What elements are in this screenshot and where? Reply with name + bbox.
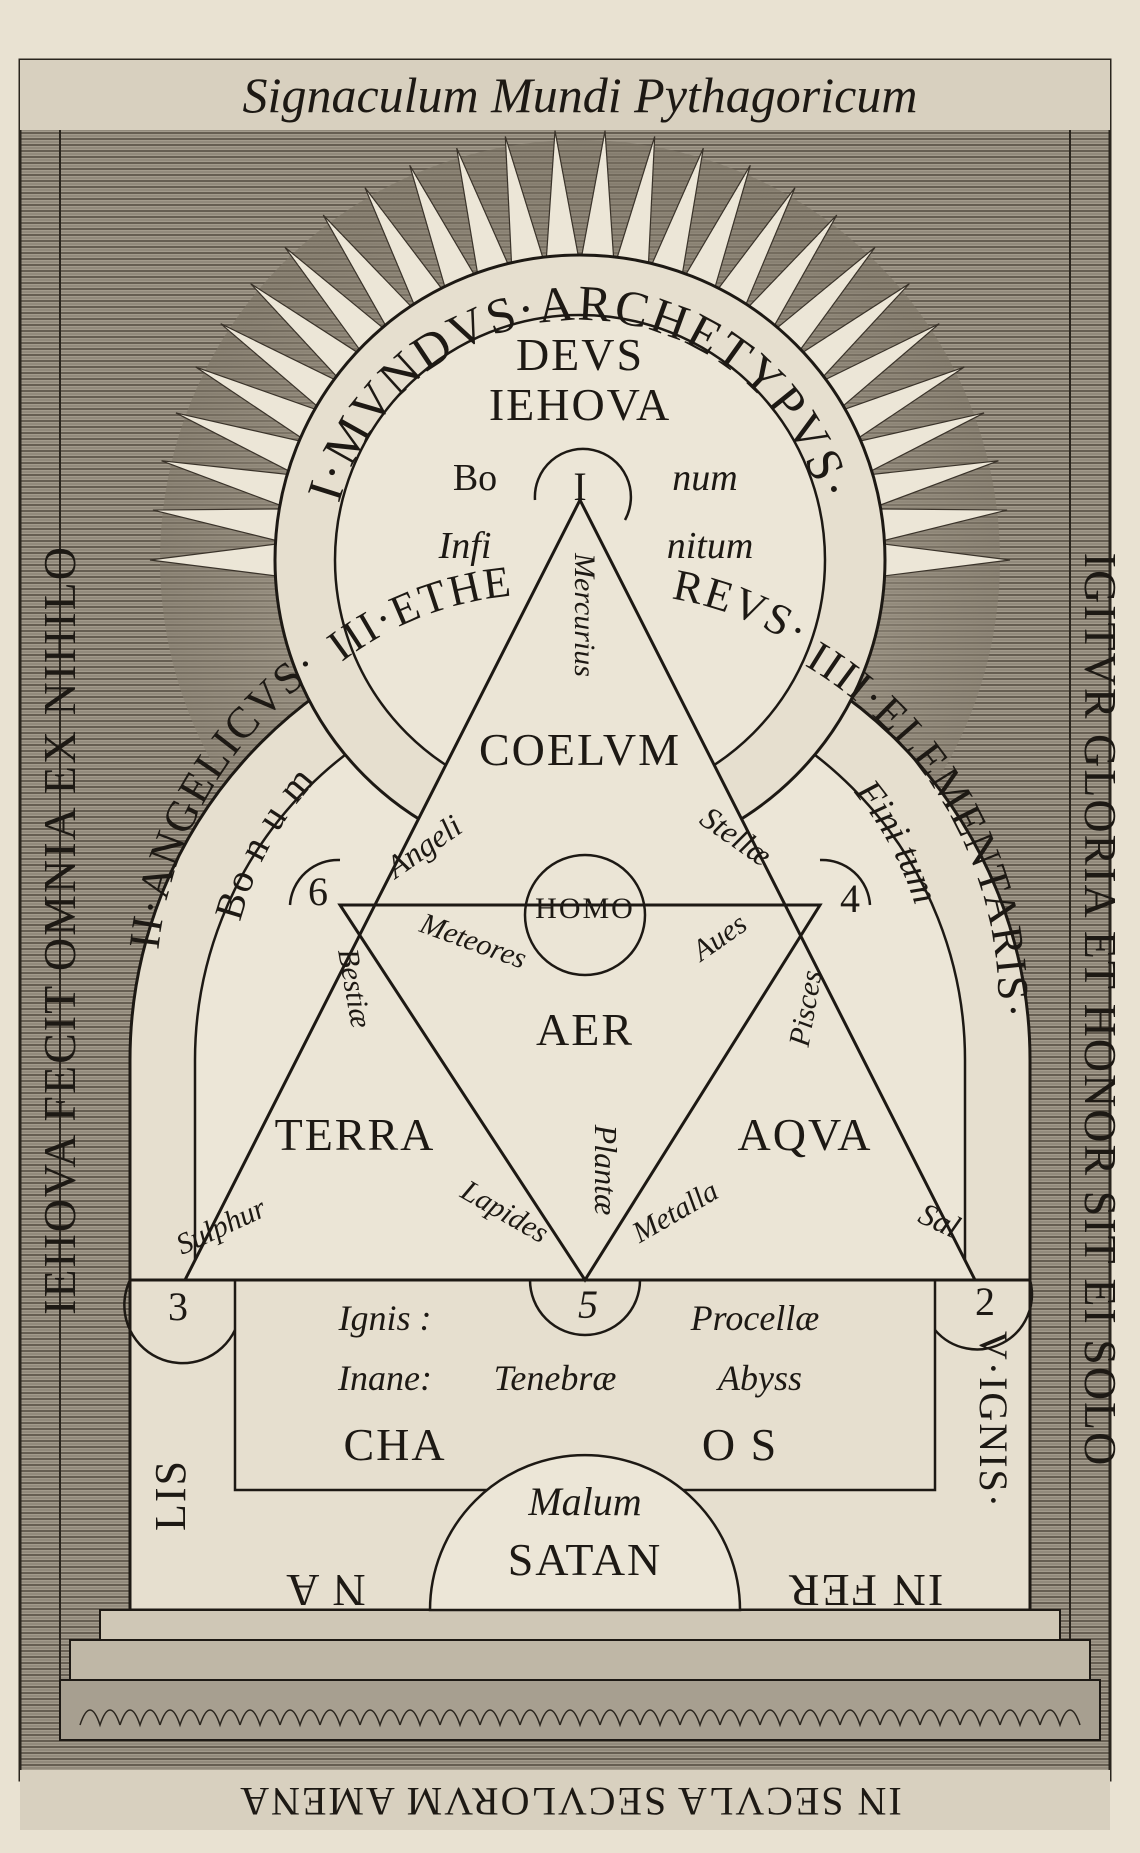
os: O S [702, 1419, 778, 1470]
homo: HOMO [535, 892, 635, 925]
in-fer: IN FER [787, 1565, 943, 1616]
frieze-ornament-loop [799, 1709, 841, 1728]
bottom-caption: IN SECVLA SECVLORVM AMENA [238, 1779, 902, 1824]
aqua: AQVA [738, 1109, 873, 1160]
satan-semicircle [428, 1453, 742, 1612]
tenebrae: Tenebræ [494, 1358, 617, 1398]
circle-3 [123, 1279, 237, 1365]
top-band [20, 60, 1110, 130]
cha: CHA [343, 1419, 446, 1470]
pedestal-middle [69, 1639, 1091, 1681]
frieze-ornament-loop [479, 1709, 521, 1728]
frieze-ornament-loop [159, 1709, 201, 1728]
number-5: 5 [578, 1282, 598, 1327]
deus: DEVS [516, 329, 644, 380]
ignis: Ignis : [338, 1298, 432, 1338]
lis: LIS [146, 1459, 195, 1531]
satan: SATAN [508, 1534, 663, 1585]
number-6: 6 [308, 869, 328, 914]
left-caption: IEHOVA FECIT OMNIA EX NIHILO [34, 545, 85, 1315]
circle-2 [934, 1279, 1034, 1351]
bo: Bo [453, 457, 497, 499]
inane: Inane: [337, 1358, 432, 1398]
iehova: IEHOVA [489, 379, 671, 430]
frieze-ornament [79, 1709, 1081, 1728]
frieze-ornament-loop [919, 1709, 961, 1728]
plantae: Plantæ [588, 1124, 624, 1216]
frieze-ornament-loop [999, 1709, 1041, 1728]
mercurius: Mercurius [568, 552, 601, 677]
frieze-ornament-loop [879, 1709, 921, 1728]
bottom-band [20, 1770, 1110, 1830]
frieze-ornament-loop [319, 1709, 361, 1728]
aer: AER [536, 1004, 634, 1055]
num: num [672, 457, 737, 499]
number-3: 3 [168, 1284, 188, 1329]
frieze-ornament-loop [519, 1709, 561, 1728]
frieze-ornament-loop [399, 1709, 441, 1728]
frieze-ornament-loop [559, 1709, 601, 1728]
pedestal-frieze [59, 1679, 1101, 1741]
frieze-ornament-loop [239, 1709, 281, 1728]
frieze-ornament-loop [959, 1709, 1001, 1728]
na: N A [284, 1565, 365, 1616]
terra: TERRA [275, 1109, 436, 1160]
number-2: 2 [975, 1279, 995, 1324]
number-1: I [573, 464, 586, 509]
frieze-ornament-loop [599, 1709, 641, 1728]
frieze-ornament-loop [719, 1709, 761, 1728]
nitum: nitum [667, 525, 754, 567]
frieze-ornament-loop [839, 1709, 881, 1728]
frieze-ornament-loop [679, 1709, 721, 1728]
top-caption: Signaculum Mundi Pythagoricum [243, 67, 918, 123]
frieze-ornament-loop [639, 1709, 681, 1728]
malum: Malum [527, 1479, 641, 1524]
frieze-ornament-loop [279, 1709, 321, 1728]
upward-triangle [182, 496, 978, 1282]
number-4: 4 [840, 876, 860, 921]
abyss: Abyss [716, 1358, 802, 1398]
frieze-ornament-loop [439, 1709, 481, 1728]
v-ignis: V·IGNIS· [971, 1331, 1016, 1509]
frieze-ornament-loop [1039, 1709, 1081, 1728]
circle-5 [528, 1279, 642, 1337]
frieze-ornament-loop [759, 1709, 801, 1728]
procellae: Procellæ [690, 1298, 820, 1338]
frieze-ornament-loop [199, 1709, 241, 1728]
circle-1 [533, 447, 633, 521]
homo-circle [523, 853, 647, 977]
coelum: COELVM [479, 724, 681, 775]
circle-6 [288, 858, 341, 906]
frieze-ornament-loop [119, 1709, 161, 1728]
frieze-ornament-loop [359, 1709, 401, 1728]
circle-4 [819, 858, 872, 906]
infi: Infi [438, 525, 492, 567]
right-caption: IGITVR GLORIA ET HONOR SIT EI SOLO [1075, 553, 1126, 1468]
frieze-ornament-loop [79, 1709, 121, 1728]
